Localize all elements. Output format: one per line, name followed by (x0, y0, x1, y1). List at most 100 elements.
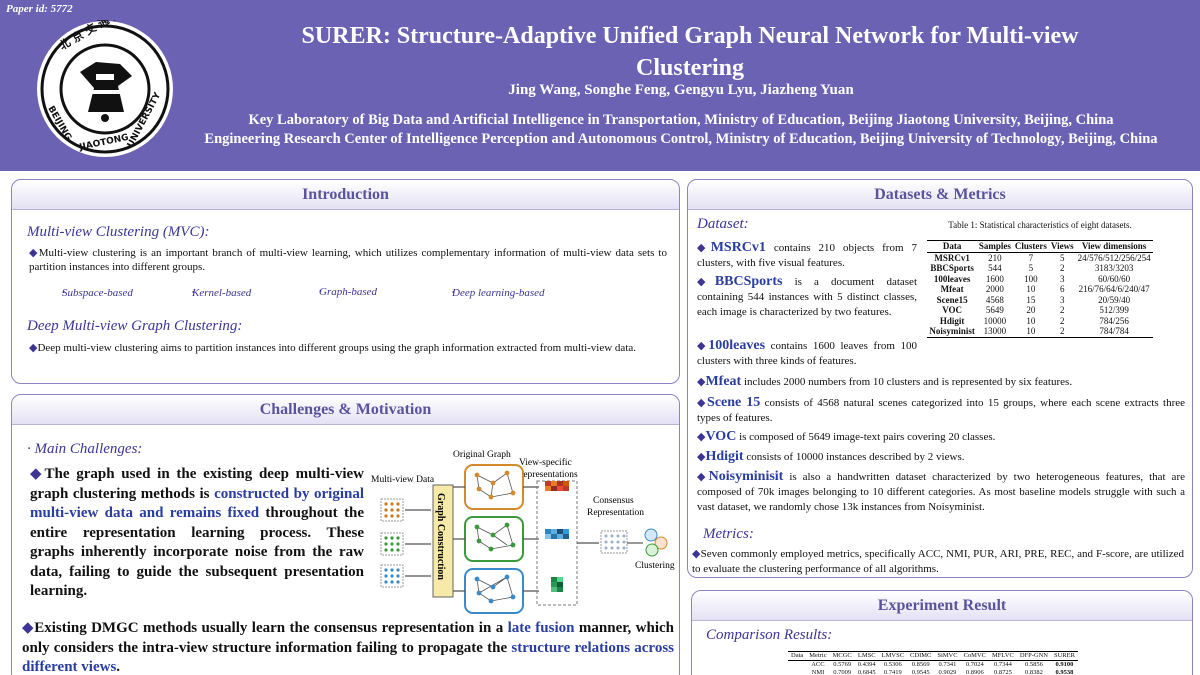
comparison-heading: Comparison Results: (706, 627, 833, 643)
table-cell: 544 (988, 263, 1002, 273)
method-kernel: Kernel-based (192, 287, 252, 299)
table-caption: Table 1: Statistical characteristics of … (948, 220, 1132, 230)
dataset-item-noisyminisit: ◆Noisyminisit is also a handwritten data… (697, 469, 1185, 513)
table-cell: 5649 (985, 305, 1004, 315)
challenge-1: ◆The graph used in the existing deep mul… (30, 466, 364, 599)
datasets-panel: Datasets & Metrics Dataset: ◆MSRCv1 cont… (687, 179, 1193, 578)
svg-text:Representation: Representation (587, 508, 644, 518)
table-header-cell: View dimensions (1075, 240, 1153, 253)
method-graph: Graph-based (319, 286, 378, 298)
result-cell: 0.8725 (993, 669, 1012, 675)
method-subspace: Subspace-based (62, 287, 133, 299)
table-cell: 6 (1060, 284, 1065, 294)
bullet-dot: • (192, 288, 195, 297)
table-cell: 100 (1024, 273, 1038, 284)
result-header-cell: CDIMC (907, 651, 935, 661)
table-cell: 2 (1060, 263, 1065, 273)
result-cell: NMI (811, 669, 825, 675)
table-cell: 15 (1026, 294, 1036, 305)
table-cell: 210 (988, 252, 1002, 263)
framework-diagram: Original Graph View-specific Representat… (371, 450, 675, 614)
result-cell: 0.9538 (1055, 669, 1074, 675)
main-challenges-heading: · Main Challenges: (27, 441, 143, 457)
result-header-cell: Metric (806, 651, 830, 661)
mvc-heading: Multi-view Clustering (MVC): (27, 224, 210, 240)
result-cell: 0.7344 (993, 661, 1012, 668)
experiment-title: Experiment Result (692, 591, 1192, 621)
result-header-cell: SURER (1050, 651, 1078, 661)
introduction-panel: Introduction Multi-view Clustering (MVC)… (11, 179, 680, 384)
result-header-cell: LMSC (854, 651, 879, 661)
dataset-item-100leaves: ◆100leaves contains 1600 leaves from 100… (697, 338, 917, 367)
result-cell: 0.9100 (1055, 661, 1074, 668)
result-header-cell: LMVSC (878, 651, 908, 661)
result-cell: 0.7419 (883, 669, 902, 675)
result-cell: 0.8906 (965, 669, 984, 675)
table-cell: 5 (1028, 263, 1034, 273)
dataset-item-voc: ◆VOC is composed of 5649 image-text pair… (697, 429, 996, 444)
metrics-heading: Metrics: (703, 526, 754, 542)
table-cell: 13000 (976, 326, 1013, 338)
table-cell: 1600 (985, 273, 1004, 284)
mvc-text: ◆Multi-view clustering is an important b… (29, 247, 667, 273)
table-cell: 10000 (983, 315, 1007, 326)
table-cell: 784/784 (1075, 326, 1153, 338)
poster-title: SURER: Structure-Adaptive Unified Graph … (301, 23, 1079, 81)
university-logo-icon: 北 京 交 通 大 学 BEIJING JIAOTONG UNIVERSITY (37, 20, 173, 157)
result-cell: 0.7009 (833, 669, 852, 675)
result-cell: 0.7024 (965, 661, 984, 668)
table-cell: 2 (1048, 326, 1076, 338)
svg-text:Representations: Representations (517, 470, 578, 480)
dataset-item-mfeat: ◆Mfeat includes 2000 numbers from 10 clu… (697, 374, 1073, 389)
bullet-dot: • (62, 288, 65, 297)
result-cell: 0.8382 (1024, 669, 1043, 675)
table-cell: 100leaves (933, 273, 971, 284)
table-header-cell: Views (1048, 240, 1076, 253)
table-cell: 10 (1026, 315, 1036, 326)
challenges-panel: Challenges & Motivation · Main Challenge… (11, 394, 680, 675)
table-cell: 24/576/512/256/254 (1077, 252, 1151, 263)
dataset-heading: Dataset: (697, 216, 749, 232)
table-cell: BBCSports (930, 263, 974, 273)
paper-id: Paper id: 5772 (6, 3, 73, 15)
result-cell (788, 661, 806, 670)
result-header-cell: DFP-GNN (1016, 651, 1051, 661)
dataset-item-msrcv1: ◆MSRCv1 contains 210 objects from 7 clus… (697, 240, 917, 269)
experiment-panel: Experiment Result Comparison Results: Da… (691, 590, 1193, 675)
table-cell: 7 (1028, 252, 1034, 263)
bullet-dot: • (319, 287, 322, 296)
svg-text:Clustering: Clustering (635, 561, 675, 571)
dmgc-text: ◆Deep multi-view clustering aims to part… (29, 342, 637, 354)
result-cell: 0.7341 (938, 661, 957, 668)
result-cell: 0.5856 (1024, 661, 1043, 668)
table-cell: VOC (942, 305, 963, 315)
table-cell: Noisyminist (927, 326, 977, 338)
result-cell: 0.4394 (857, 661, 876, 668)
result-cell: 0.5769 (833, 661, 852, 668)
table-cell: Scene15 (936, 294, 968, 305)
table-cell: 10 (1012, 326, 1049, 338)
dataset-item-scene15: ◆Scene 15 consists of 4568 natural scene… (697, 395, 1186, 424)
challenges-title: Challenges & Motivation (12, 395, 679, 425)
table-cell: Hdigit (939, 315, 965, 326)
table-cell: 216/76/64/6/240/47 (1078, 284, 1150, 294)
result-cell: 0.9029 (938, 669, 957, 675)
dataset-table: Table 1: Statistical characteristics of … (926, 220, 1154, 338)
datasets-title: Datasets & Metrics (688, 180, 1192, 210)
affiliations: Key Laboratory of Big Data and Artificia… (204, 112, 1158, 147)
challenge-2: ◆Existing DMGC methods usually learn the… (22, 620, 674, 675)
table-cell: 20/59/40 (1098, 294, 1131, 305)
result-cell: 0.8569 (911, 661, 930, 668)
result-cell: 0.6845 (857, 669, 876, 675)
result-cell (788, 669, 806, 675)
result-header-cell: MFLVC (989, 651, 1017, 661)
metrics-text: ◆Seven commonly employed metrics, specif… (692, 548, 1184, 575)
authors: Jing Wang, Songhe Feng, Gengyu Lyu, Jiaz… (508, 82, 854, 98)
